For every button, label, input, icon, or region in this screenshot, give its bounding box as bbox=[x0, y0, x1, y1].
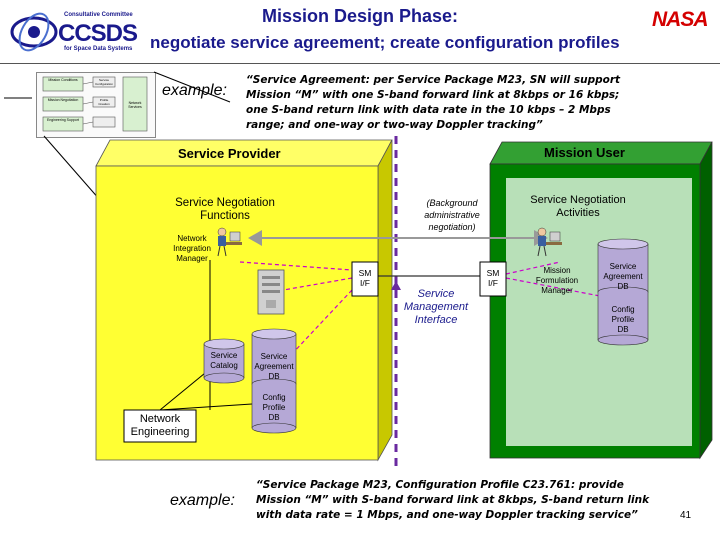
service-catalog-db-icon bbox=[203, 338, 245, 384]
background-negotiation-label: (Background administrative negotiation) bbox=[424, 198, 480, 232]
thumb-label: Mission Conditions bbox=[48, 78, 78, 82]
top-example-text: “Service Agreement: per Service Package … bbox=[246, 73, 686, 133]
top-example-line: range; and one-way or two-way Doppler tr… bbox=[246, 119, 543, 131]
top-example-line: one S-band return link with data rate in… bbox=[246, 104, 611, 116]
user-config-profile-db-icon bbox=[597, 292, 649, 346]
service-negotiation-activities-label: Service Negotiation Activities bbox=[530, 194, 626, 219]
ccsds-name-line1: Consultative Committee bbox=[64, 12, 133, 18]
provider-sm-if-box bbox=[351, 261, 379, 297]
user-service-agreement-db-label: Service Agreement DB bbox=[603, 262, 643, 291]
formulation-manager-icon bbox=[537, 227, 562, 257]
service-negotiation-functions-label: Service Negotiation Functions bbox=[175, 197, 275, 222]
top-example-line: “Service Agreement: per Service Package … bbox=[246, 74, 621, 86]
ccsds-wordmark: CCSDS bbox=[58, 20, 138, 47]
integration-manager-icon bbox=[217, 227, 242, 257]
header-divider bbox=[0, 63, 720, 64]
bottom-example-line: “Service Package M23, Configuration Prof… bbox=[256, 479, 624, 491]
provider-sm-if-label: SM I/F bbox=[358, 268, 372, 288]
process-thumbnail: Mission Conditions Mission Negotiation E… bbox=[36, 72, 156, 138]
nasa-logo: NASA bbox=[652, 8, 709, 31]
top-example-line: Mission “M” with one S-band forward link… bbox=[246, 89, 620, 101]
bottom-example-text: “Service Package M23, Configuration Prof… bbox=[256, 478, 686, 523]
bottom-example-line: Mission “M” with S-band forward link at … bbox=[256, 494, 650, 506]
service-catalog-label: Service Catalog bbox=[210, 351, 238, 370]
provider-config-profile-db-label: Config Profile DB bbox=[262, 393, 286, 422]
user-config-profile-db-label: Config Profile DB bbox=[611, 305, 635, 334]
ccsds-logo bbox=[8, 8, 136, 54]
provider-service-agreement-db-icon bbox=[251, 328, 297, 390]
ccsds-name-line2: for Space Data Systems bbox=[64, 46, 133, 52]
thumb-label: Engineering Support bbox=[47, 118, 79, 122]
provider-service-agreement-db-label: Service Agreement DB bbox=[254, 352, 294, 381]
network-engineering-box bbox=[123, 409, 197, 443]
user-box-side bbox=[699, 141, 713, 460]
provider-box-side bbox=[377, 139, 393, 462]
user-sm-if-box bbox=[479, 261, 507, 297]
thumb-label: Network Services bbox=[128, 101, 142, 109]
thumb-label: Profile Creation bbox=[98, 98, 110, 106]
service-management-interface-label: Service Management Interface bbox=[403, 288, 469, 326]
network-engineering-label: Network Engineering bbox=[130, 413, 190, 438]
thumb-label: Service Configuration bbox=[95, 78, 113, 86]
bottom-example-line: with data rate = 1 Mbps, and one-way Dop… bbox=[256, 509, 638, 521]
service-provider-title: Service Provider bbox=[178, 146, 281, 161]
user-sm-if-label: SM I/F bbox=[486, 268, 500, 288]
page-subtitle: negotiate service agreement; create conf… bbox=[150, 33, 620, 52]
provider-config-profile-db-icon bbox=[251, 384, 297, 434]
thumb-label: Mission Negotiation bbox=[47, 98, 79, 102]
page-number: 41 bbox=[680, 510, 692, 521]
page-title: Mission Design Phase: bbox=[261, 6, 459, 26]
mission-formulation-manager-label: Mission Formulation Manager bbox=[535, 266, 579, 295]
network-integration-manager-label: Network Integration Manager bbox=[173, 234, 211, 263]
server-icon bbox=[257, 269, 285, 315]
bottom-example-label: example: bbox=[170, 492, 235, 509]
mission-user-title: Mission User bbox=[544, 145, 625, 160]
